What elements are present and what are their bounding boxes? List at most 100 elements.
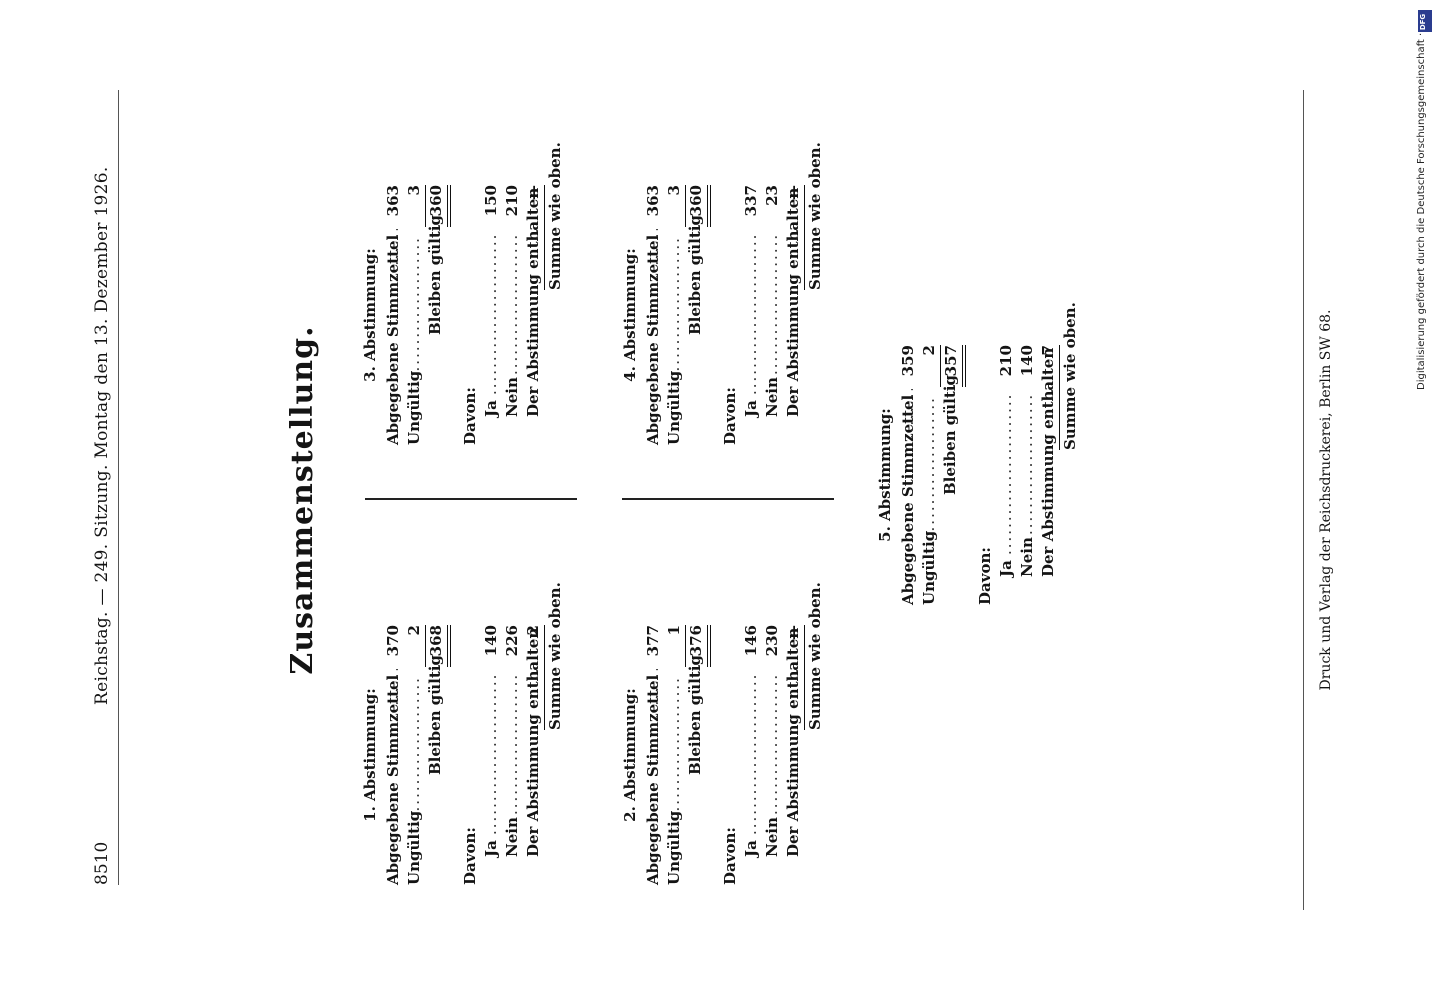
vote-heading: 3. Abstimmung:: [361, 248, 379, 382]
label-summe: Summe wie oben.: [804, 582, 826, 730]
value-nein: 23: [763, 185, 781, 206]
value-ungueltig: 1: [664, 625, 686, 667]
label-ja: Ja: [482, 840, 500, 857]
label-davon: Davon:: [721, 827, 739, 885]
value-abgegeben: 363: [644, 185, 662, 217]
value-gueltig: 368: [425, 625, 451, 667]
row-abgegeben: Abgegebene Stimmzettel..........370: [384, 625, 402, 885]
value-nein: 230: [763, 625, 781, 657]
value-abgegeben: 363: [384, 185, 402, 217]
column-divider: [365, 498, 577, 500]
value-ungueltig: 3: [404, 185, 426, 227]
label-nein: Nein: [763, 817, 781, 857]
row-davon: Davon:: [720, 625, 741, 885]
vote-block-3: 3. Abstimmung: Abgegebene Stimmzettel...…: [360, 142, 568, 445]
row-nein: Nein.....................230: [763, 625, 781, 857]
row-enthalten: Der Abstimmung enthalten..7: [1038, 345, 1060, 605]
vote-heading: 5. Abstimmung:: [876, 408, 894, 542]
vote-heading: 4. Abstimmung:: [621, 248, 639, 382]
value-gueltig: 360: [685, 185, 711, 227]
row-abgegeben: Abgegebene Stimmzettel..........377: [644, 625, 662, 885]
row-abgegeben: Abgegebene Stimmzettel..........363: [644, 185, 662, 445]
value-gueltig: 376: [685, 625, 711, 667]
row-ja: Ja........................150: [482, 185, 500, 417]
row-gueltig: Bleiben gültig...360: [425, 185, 451, 445]
value-enthalten: —: [783, 625, 805, 667]
dfg-credit: DFG Digitalisierung gefördert durch die …: [1416, 10, 1432, 390]
value-ja: 210: [997, 345, 1015, 377]
value-nein: 140: [1018, 345, 1036, 377]
row-summe: Summe wie oben.: [804, 582, 828, 885]
label-nein: Nein: [503, 817, 521, 857]
row-nein: Nein.....................210: [503, 185, 521, 417]
row-gueltig: Bleiben gültig...357: [940, 345, 966, 605]
value-gueltig: 357: [940, 345, 966, 387]
label-davon: Davon:: [461, 827, 479, 885]
label-nein: Nein: [763, 377, 781, 417]
label-davon: Davon:: [976, 547, 994, 605]
row-davon: Davon:: [975, 345, 996, 605]
row-ja: Ja........................140: [482, 625, 500, 857]
label-ja: Ja: [997, 560, 1015, 577]
vote-block-5: 5. Abstimmung: Abgegebene Stimmzettel...…: [875, 302, 1083, 605]
row-ja: Ja........................337: [742, 185, 760, 417]
header-rule: [118, 90, 119, 885]
row-ja: Ja........................210: [997, 345, 1015, 577]
label-ja: Ja: [742, 840, 760, 857]
row-ungueltig: Ungültig......................2: [919, 345, 941, 605]
value-ungueltig: 3: [664, 185, 686, 227]
vote-block-2: 2. Abstimmung: Abgegebene Stimmzettel...…: [620, 582, 828, 885]
label-summe: Summe wie oben.: [804, 142, 826, 290]
value-ja: 337: [742, 185, 760, 217]
label-davon: Davon:: [461, 387, 479, 445]
row-ungueltig: Ungültig......................3: [404, 185, 426, 445]
column-divider: [622, 498, 834, 500]
value-enthalten: 2: [523, 625, 545, 667]
dfg-logo-icon: DFG: [1418, 10, 1432, 32]
row-enthalten: Der Abstimmung enthalten..—: [523, 185, 545, 445]
value-gueltig: 360: [425, 185, 451, 227]
row-abgegeben: Abgegebene Stimmzettel..........359: [899, 345, 917, 605]
row-summe: Summe wie oben.: [544, 142, 568, 445]
page-title: Zusammenstellung.: [285, 325, 320, 675]
label-nein: Nein: [1018, 537, 1036, 577]
row-abgegeben: Abgegebene Stimmzettel..........363: [384, 185, 402, 445]
row-summe: Summe wie oben.: [1059, 302, 1083, 605]
value-ungueltig: 2: [404, 625, 426, 667]
vote-heading: 2. Abstimmung:: [621, 688, 639, 822]
running-head: Reichstag. — 249. Sitzung. Montag den 13…: [92, 166, 112, 705]
value-ja: 140: [482, 625, 500, 657]
row-nein: Nein.....................23: [763, 185, 781, 417]
value-ungueltig: 2: [919, 345, 941, 387]
label-nein: Nein: [503, 377, 521, 417]
footer-rule: [1303, 90, 1304, 910]
row-nein: Nein.....................226: [503, 625, 521, 857]
value-enthalten: —: [783, 185, 805, 227]
value-enthalten: 7: [1038, 345, 1060, 387]
row-davon: Davon:: [460, 185, 481, 445]
value-nein: 210: [503, 185, 521, 217]
label-ja: Ja: [482, 400, 500, 417]
value-enthalten: —: [523, 185, 545, 227]
value-ja: 146: [742, 625, 760, 657]
row-gueltig: Bleiben gültig...376: [685, 625, 711, 885]
row-ungueltig: Ungültig......................1: [664, 625, 686, 885]
row-davon: Davon:: [460, 625, 481, 885]
row-gueltig: Bleiben gültig...360: [685, 185, 711, 445]
row-ungueltig: Ungültig......................3: [664, 185, 686, 445]
digitization-credit: Digitalisierung gefördert durch die Deut…: [1416, 32, 1427, 390]
label-ja: Ja: [742, 400, 760, 417]
value-abgegeben: 359: [899, 345, 917, 377]
row-enthalten: Der Abstimmung enthalten..2: [523, 625, 545, 885]
vote-block-1: 1. Abstimmung: Abgegebene Stimmzettel...…: [360, 582, 568, 885]
row-gueltig: Bleiben gültig...368: [425, 625, 451, 885]
row-summe: Summe wie oben.: [544, 582, 568, 885]
value-ja: 150: [482, 185, 500, 217]
value-abgegeben: 370: [384, 625, 402, 657]
row-davon: Davon:: [720, 185, 741, 445]
page-number: 8510: [92, 841, 112, 885]
row-enthalten: Der Abstimmung enthalten..—: [783, 625, 805, 885]
vote-heading: 1. Abstimmung:: [361, 688, 379, 822]
